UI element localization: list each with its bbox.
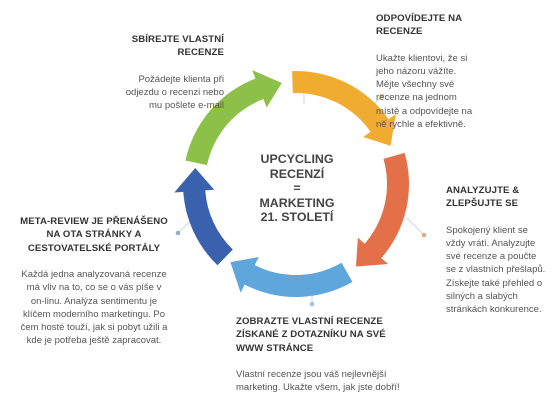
arrow-segment-red xyxy=(355,152,409,267)
leader-dot-lower-right xyxy=(421,232,427,238)
arrow-segment-orange xyxy=(292,71,396,146)
center-line: MARKETING xyxy=(259,195,335,210)
block-description: Požádejte klienta při odjezdu o recenzi … xyxy=(125,73,224,112)
arrow-segment-green xyxy=(185,70,282,166)
leader-dot-left xyxy=(175,230,181,236)
block-description: Každá jedna analyzovaná recenze má vliv … xyxy=(20,269,168,347)
leader-dot-upper-right xyxy=(379,93,385,99)
arrow-segment-darkblue xyxy=(174,168,233,266)
block-heading: SBÍREJTE VLASTNÍ RECENZE xyxy=(131,34,224,59)
leader-line-lower-right xyxy=(406,217,424,235)
block-heading: META-REVIEW JE PŘENÁŠENO NA OTA STRÁNKY … xyxy=(20,216,168,254)
block-description: Vlastní recenze jsou váš nejlevnější mar… xyxy=(236,369,400,394)
block-display-reviews: ZOBRAZTE VLASTNÍ RECENZE ZÍSKANÉ Z DOTAZ… xyxy=(236,315,436,395)
block-analyze-improve: ANALYZUJTE & ZLEPŠUJTE SE Spokojený klie… xyxy=(446,184,554,316)
arrow-segment-lightblue xyxy=(230,257,353,297)
block-heading: ANALYZUJTE & ZLEPŠUJTE SE xyxy=(446,185,520,210)
block-respond-reviews: ODPOVÍDEJTE NA RECENZE Ukažte klientovi,… xyxy=(376,12,506,131)
block-meta-review: META-REVIEW JE PŘENÁŠENO NA OTA STRÁNKY … xyxy=(6,215,182,347)
leader-dot-bottom xyxy=(309,301,315,307)
block-heading: ZOBRAZTE VLASTNÍ RECENZE ZÍSKANÉ Z DOTAZ… xyxy=(236,316,386,354)
diagram-center-title: UPCYCLING RECENZÍ = MARKETING 21. STOLET… xyxy=(242,152,352,225)
block-description: Ukažte klientovi, že si jeho názoru váží… xyxy=(376,52,473,130)
block-description: Spokojený klient se vždy vrátí. Analyzuj… xyxy=(446,224,546,316)
center-line: = xyxy=(293,181,301,196)
block-heading: ODPOVÍDEJTE NA RECENZE xyxy=(376,13,463,38)
block-collect-reviews: SBÍREJTE VLASTNÍ RECENZE Požádejte klien… xyxy=(104,33,224,112)
center-line: UPCYCLING xyxy=(260,152,334,166)
center-line: 21. STOLETÍ xyxy=(260,210,334,225)
center-line: RECENZÍ xyxy=(269,166,325,181)
